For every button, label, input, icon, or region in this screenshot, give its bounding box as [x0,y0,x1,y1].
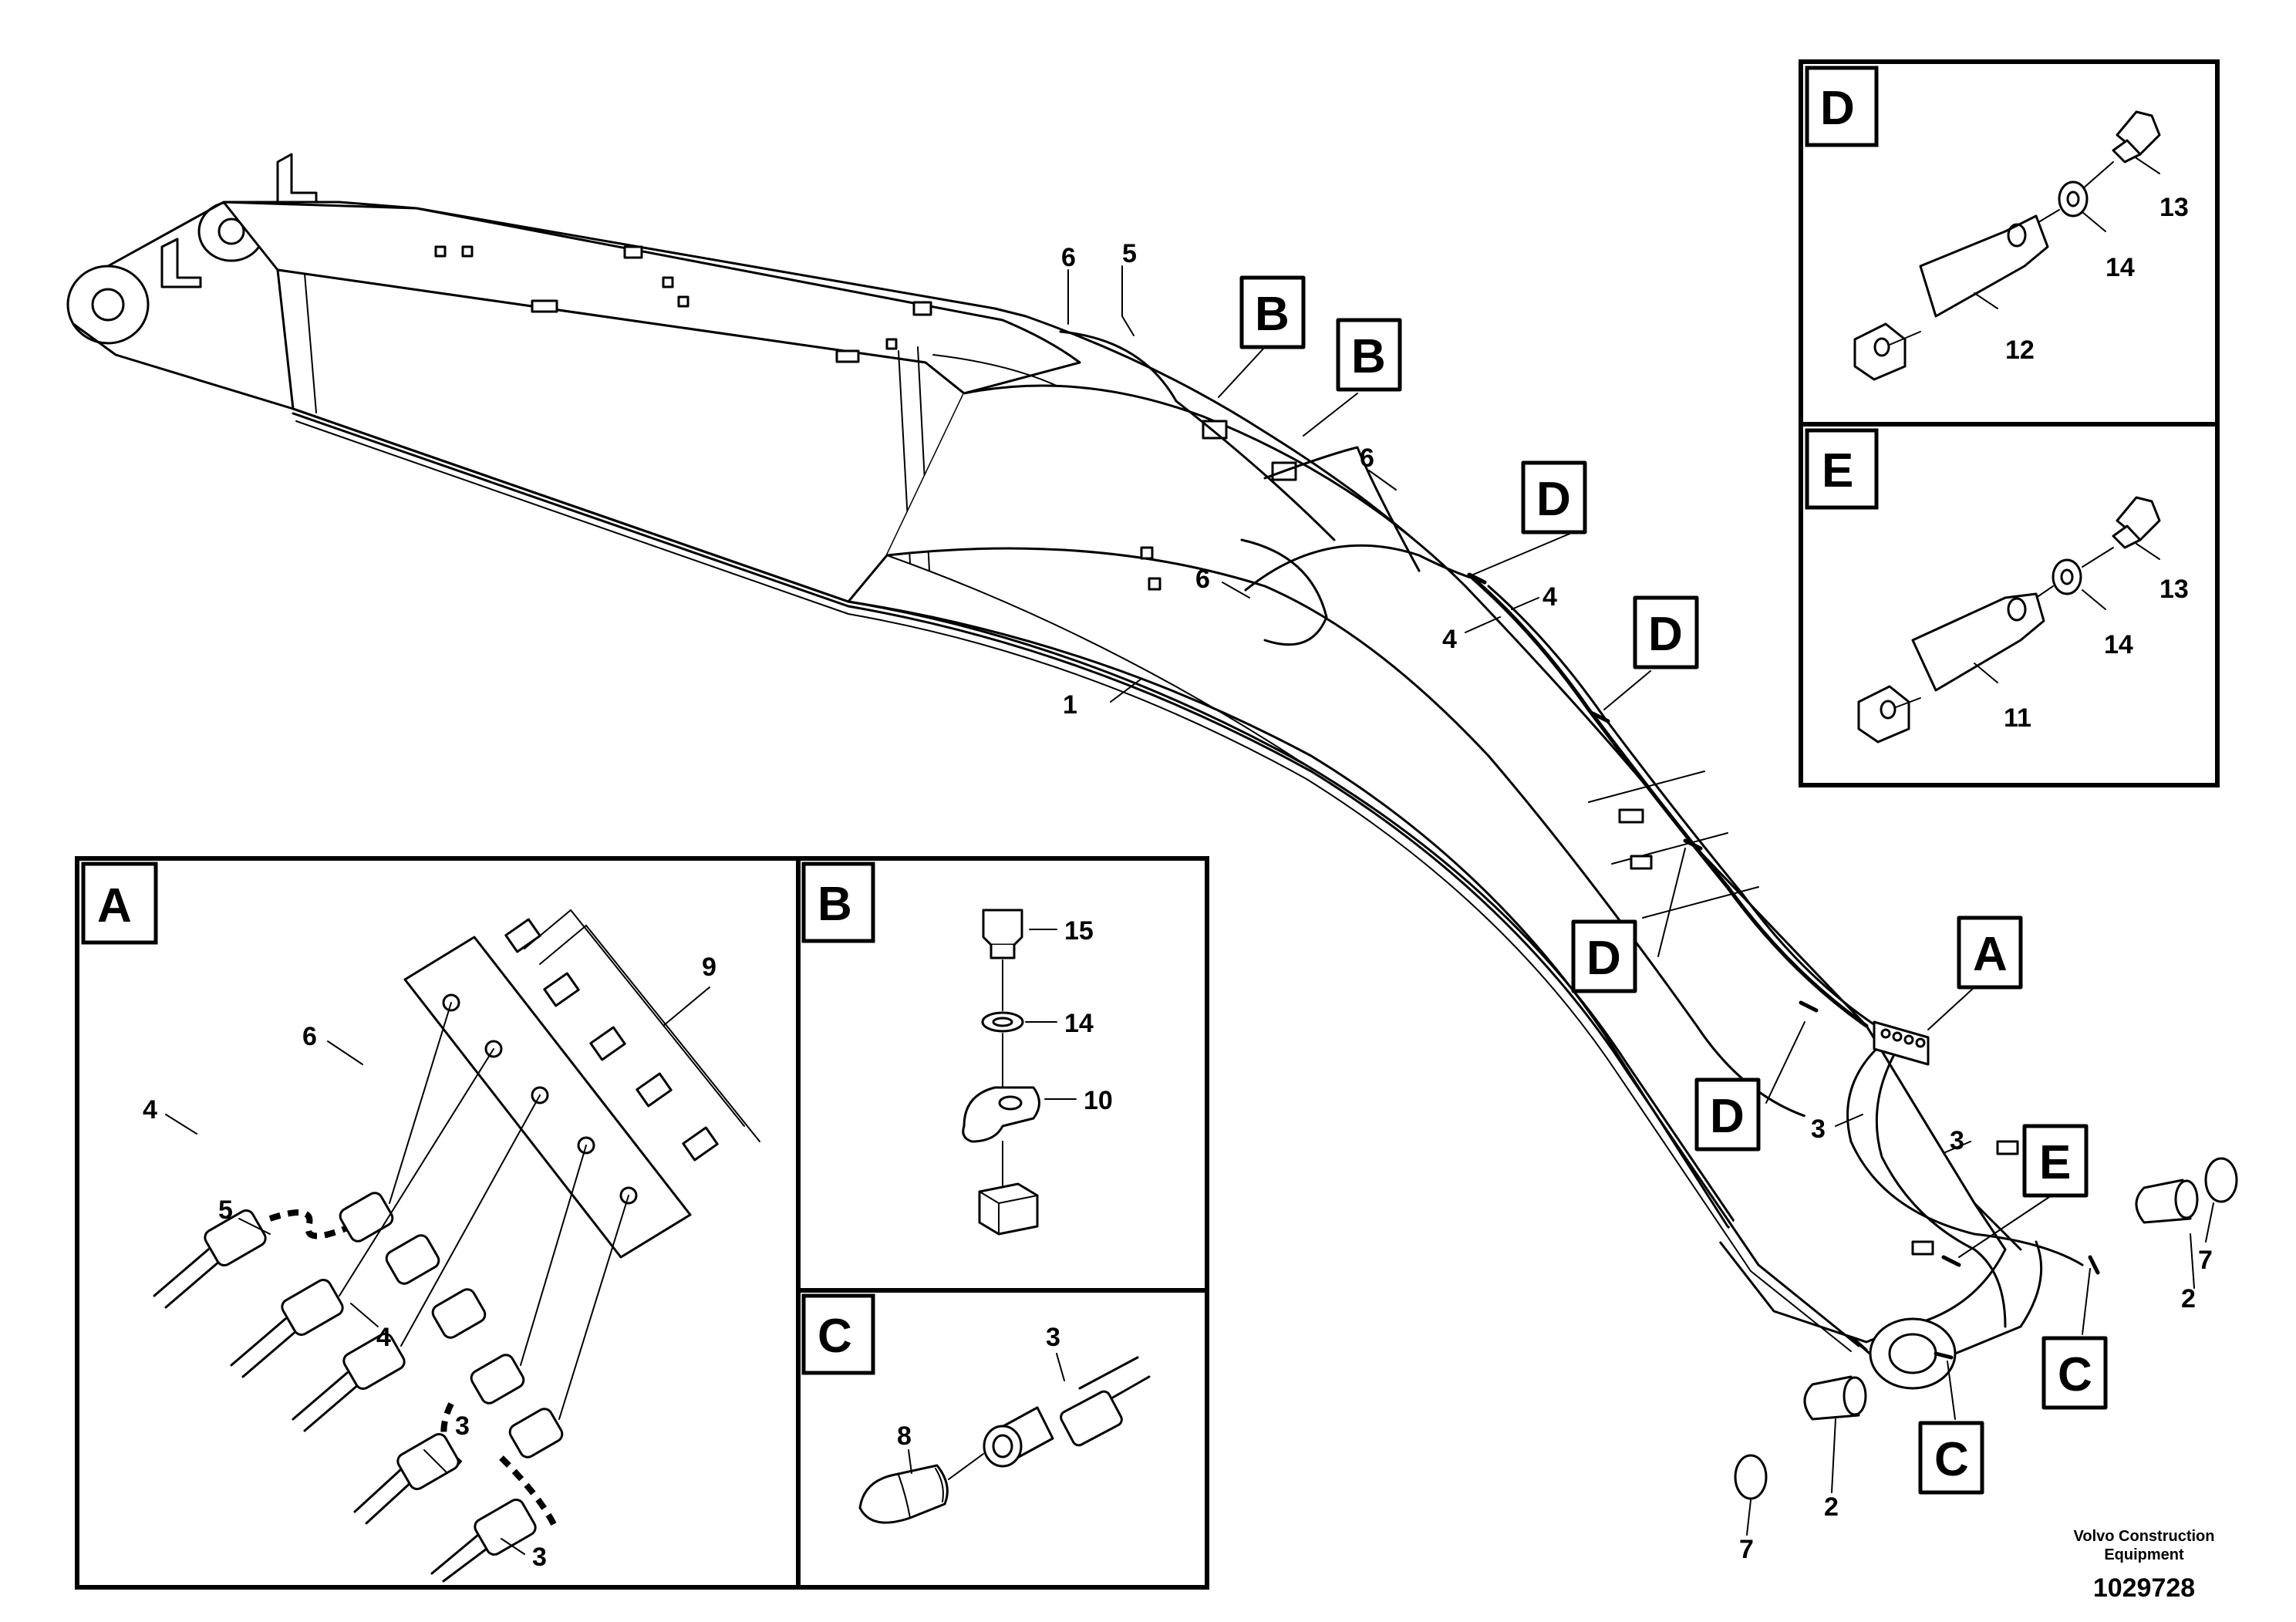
boom-bend-face [886,384,1907,1129]
callout-6-top: 6 [1061,243,1076,272]
panel-a-label: A [97,879,132,932]
callout-6-mid: 6 [1360,443,1374,473]
marker-c-2: C [1918,1421,1984,1495]
o-ring-right [2204,1157,2238,1203]
block-fittings [504,909,760,1162]
callout-6-circle: 6 [1195,565,1210,594]
panel-c-callout-8: 8 [897,1421,912,1451]
svg-text:D: D [1710,1090,1745,1143]
boom-blocks [434,245,2019,1256]
panel-d-label: D [1820,82,1855,135]
marker-a: A [1957,916,2023,990]
panel-b-label: B [818,878,852,931]
svg-text:E: E [2039,1136,2071,1189]
panel-e-callout-13: 13 [2159,575,2189,604]
callout-4-a: 4 [1542,582,1557,612]
panel-a-callout-4-bottom: 4 [376,1323,391,1352]
hydraulic-hoses [292,330,2084,1352]
svg-text:D: D [1648,608,1683,661]
panel-e-label: E [1822,444,1853,497]
svg-text:C: C [1934,1433,1969,1486]
callout-2-left: 2 [1824,1492,1839,1522]
marker-d-1: D [1521,460,1587,534]
o-ring-left [1734,1454,1768,1500]
pin-bushings [1734,1157,2238,1500]
callout-2-right: 2 [2181,1284,2196,1313]
panel-a-callout-4-top: 4 [143,1095,157,1125]
svg-text:C: C [2058,1348,2092,1401]
svg-text:D: D [1536,473,1571,526]
panel-a-callout-6: 6 [302,1022,317,1051]
marker-d-3: D [1571,919,1637,993]
callout-4-b: 4 [1442,625,1457,654]
drawing-number: 1029728 [2093,1573,2195,1603]
svg-text:B: B [1255,288,1290,341]
company-line-1: Volvo Construction [2074,1528,2215,1545]
marker-e: E [2022,1124,2089,1198]
panel-a-callout-3-a: 3 [455,1411,470,1441]
boom-rear-pivot [66,265,150,345]
callout-5: 5 [1122,239,1137,268]
panel-c-callout-3: 3 [1046,1323,1060,1352]
panel-d-callout-13: 13 [2159,193,2189,222]
spacer-block-e [1857,685,1910,744]
panel-d-callout-14: 14 [2106,253,2135,282]
leader-lines [1067,265,2214,1536]
svg-text:D: D [1586,932,1621,985]
detail-panel-e: E 13 14 11 [1799,422,2220,787]
detail-panel-c: C 3 8 [796,1288,1209,1590]
washer-14-e [2052,558,2082,595]
junction-block-on-boom [1873,1020,1930,1066]
spacer-block-d [1853,322,1907,381]
panel-a-callout-9: 9 [702,953,716,982]
marker-c-1: C [2041,1336,2108,1410]
hose-end-3 [1060,1390,1123,1447]
washer-14 [981,1011,1024,1033]
hose-fittings [153,1002,629,1583]
panel-e-callout-14: 14 [2104,630,2133,659]
detail-markers: B B D D D D A E [1239,275,2108,1495]
callout-1: 1 [1063,690,1077,720]
callout-7-left: 7 [1739,1535,1754,1564]
detail-panel-b: B 15 14 10 [796,856,1209,1293]
detail-panel-d: D 13 14 12 [1799,59,2220,427]
panel-b-callout-14: 14 [1064,1009,1094,1038]
marker-b-1: B [1239,275,1306,349]
marker-b-2: B [1336,318,1402,392]
washer-14-d [2058,180,2089,218]
panel-b-callout-15: 15 [1064,916,1094,946]
panel-c-label: C [818,1310,852,1363]
clamp-10 [962,1086,1040,1143]
detail-panel-a: A [75,856,1209,1590]
panel-a-callout-3-b: 3 [532,1543,547,1572]
main-callouts: 1 5 6 6 6 4 4 3 3 2 7 2 7 [1061,239,2213,1564]
callout-3-b: 3 [1950,1126,1964,1155]
bolt-15 [982,909,1023,946]
svg-text:B: B [1351,330,1386,383]
marker-d-2: D [1633,595,1699,669]
top-bracket [276,153,318,204]
callout-7-right: 7 [2198,1246,2213,1275]
company-line-2: Equipment [2104,1546,2184,1563]
grease-fitting-8 [858,1464,949,1524]
svg-text:A: A [1973,928,2008,981]
panel-b-callout-10: 10 [1084,1086,1113,1115]
panel-a-callout-5: 5 [218,1195,233,1225]
clamp-12 [1919,214,2049,318]
marker-d-4: D [1694,1077,1761,1152]
boom-assembly [66,153,2238,1500]
footer-block: Volvo Construction Equipment 1029728 [2074,1528,2215,1603]
panel-d-callout-12: 12 [2005,336,2035,365]
panel-e-callout-11: 11 [2004,703,2031,733]
callout-3-a: 3 [1811,1114,1826,1144]
spacer-block [978,1182,1039,1236]
